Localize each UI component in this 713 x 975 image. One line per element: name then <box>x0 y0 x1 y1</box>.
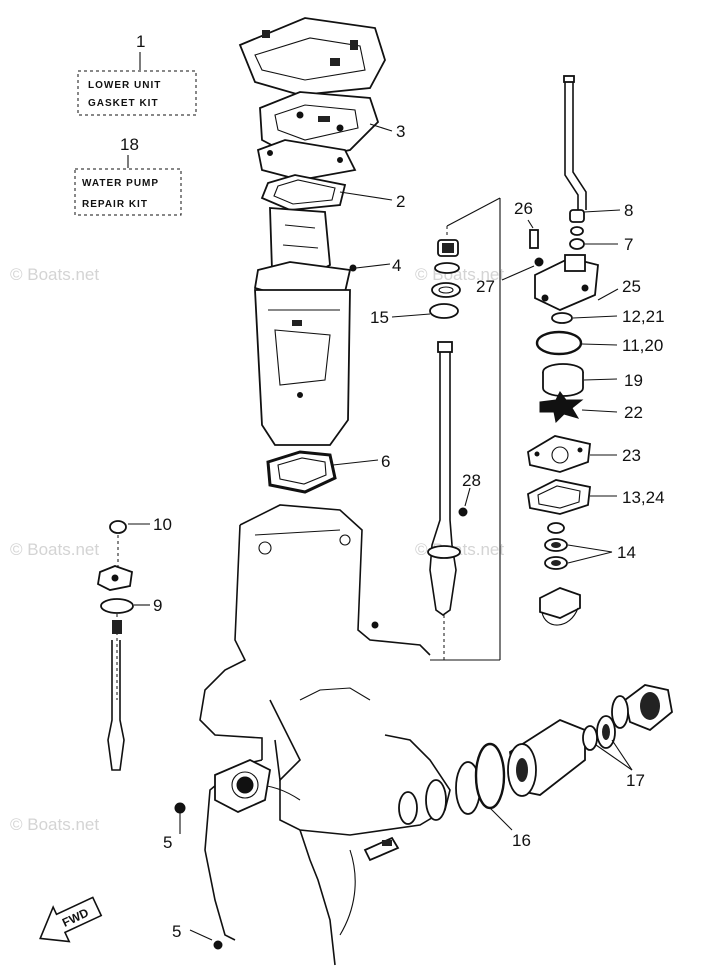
callout-25: 25 <box>622 277 641 296</box>
water-pump-repair-kit-box[interactable]: 18 WATER PUMP REPAIR KIT <box>74 135 182 216</box>
part-17-bearings[interactable] <box>582 715 616 751</box>
forward-direction-arrow: FWD <box>39 896 103 943</box>
shift-plunger[interactable] <box>363 836 400 862</box>
callout-14: 14 <box>617 543 636 562</box>
callout-23: 23 <box>622 446 641 465</box>
bearing-top[interactable] <box>437 239 459 257</box>
part-16-bearing-housing-group[interactable] <box>398 718 586 825</box>
callout-28: 28 <box>462 471 481 490</box>
callout-5-lower: 5 <box>172 922 181 941</box>
callout-15: 15 <box>370 308 389 327</box>
fwd-label: FWD <box>60 905 91 929</box>
watermark-left-top: © Boats.net <box>10 265 99 284</box>
exhaust-bracket[interactable] <box>256 139 357 181</box>
kit-18-line1: WATER PUMP <box>82 178 159 189</box>
callout-8: 8 <box>624 201 633 220</box>
part-9-o-ring[interactable] <box>100 598 134 614</box>
callout-11-20: 11,20 <box>622 336 663 355</box>
part-28-pin[interactable] <box>458 507 468 517</box>
part-8-grommet[interactable] <box>569 209 585 223</box>
kit-1-line2: GASKET KIT <box>88 98 159 109</box>
part-22-impeller[interactable] <box>539 391 584 424</box>
bearing-washer[interactable] <box>434 262 460 274</box>
callout-2: 2 <box>396 192 405 211</box>
bearing-spacer[interactable] <box>431 282 461 298</box>
callout-19: 19 <box>624 371 643 390</box>
part-23-outer-plate[interactable] <box>527 435 591 473</box>
callout-26: 26 <box>514 199 533 218</box>
seal-housing[interactable] <box>539 587 581 626</box>
watermark-left-bottom: © Boats.net <box>10 815 99 834</box>
part-5-bolt-lower[interactable] <box>213 940 223 950</box>
part-26-bolt[interactable] <box>529 229 539 249</box>
part-19-insert-cartridge[interactable] <box>542 363 584 397</box>
shift-rod-lever[interactable] <box>97 565 133 591</box>
lower-casing[interactable] <box>199 504 451 966</box>
kit-number-18: 18 <box>120 135 139 154</box>
callout-3: 3 <box>396 122 405 141</box>
kit-number-1: 1 <box>136 32 145 51</box>
watermark-left-mid: © Boats.net <box>10 540 99 559</box>
part-11-20-liner-o-ring[interactable] <box>535 330 583 356</box>
callout-13-24: 13,24 <box>622 488 665 507</box>
part-12-21-o-ring[interactable] <box>551 312 573 324</box>
exhaust-housing[interactable] <box>254 289 351 446</box>
kit-1-line1: LOWER UNIT <box>88 80 161 91</box>
callout-4: 4 <box>392 256 401 275</box>
callout-10: 10 <box>153 515 172 534</box>
part-2-gasket[interactable] <box>260 174 347 211</box>
part-10-grommet[interactable] <box>109 520 127 534</box>
callout-16: 16 <box>512 831 531 850</box>
part-7-seal[interactable] <box>569 226 585 250</box>
propeller-cap[interactable] <box>611 684 673 732</box>
callout-17: 17 <box>626 771 645 790</box>
water-pump-housing[interactable] <box>534 254 599 311</box>
callout-27: 27 <box>476 277 495 296</box>
kit-18-line2: REPAIR KIT <box>82 199 148 210</box>
lower-unit-gasket-kit-box[interactable]: 1 LOWER UNIT GASKET KIT <box>77 32 197 116</box>
part-13-24-gasket[interactable] <box>527 479 591 515</box>
callout-5-upper: 5 <box>163 833 172 852</box>
upper-casing-top[interactable] <box>238 17 386 96</box>
part-6-gasket[interactable] <box>266 450 337 494</box>
callout-9: 9 <box>153 596 162 615</box>
part-14-oil-seals[interactable] <box>544 522 568 570</box>
pump-base-plate[interactable] <box>214 759 271 813</box>
shift-rod[interactable] <box>107 614 125 771</box>
water-tube[interactable] <box>563 75 587 210</box>
drive-shaft[interactable] <box>427 341 461 660</box>
part-27-pin[interactable] <box>534 257 544 267</box>
callout-7: 7 <box>624 235 633 254</box>
callout-6: 6 <box>381 452 390 471</box>
part-15-o-ring[interactable] <box>429 303 459 319</box>
callout-22: 22 <box>624 403 643 422</box>
callout-12-21: 12,21 <box>622 307 665 326</box>
part-5-bolt-upper[interactable] <box>174 802 186 814</box>
